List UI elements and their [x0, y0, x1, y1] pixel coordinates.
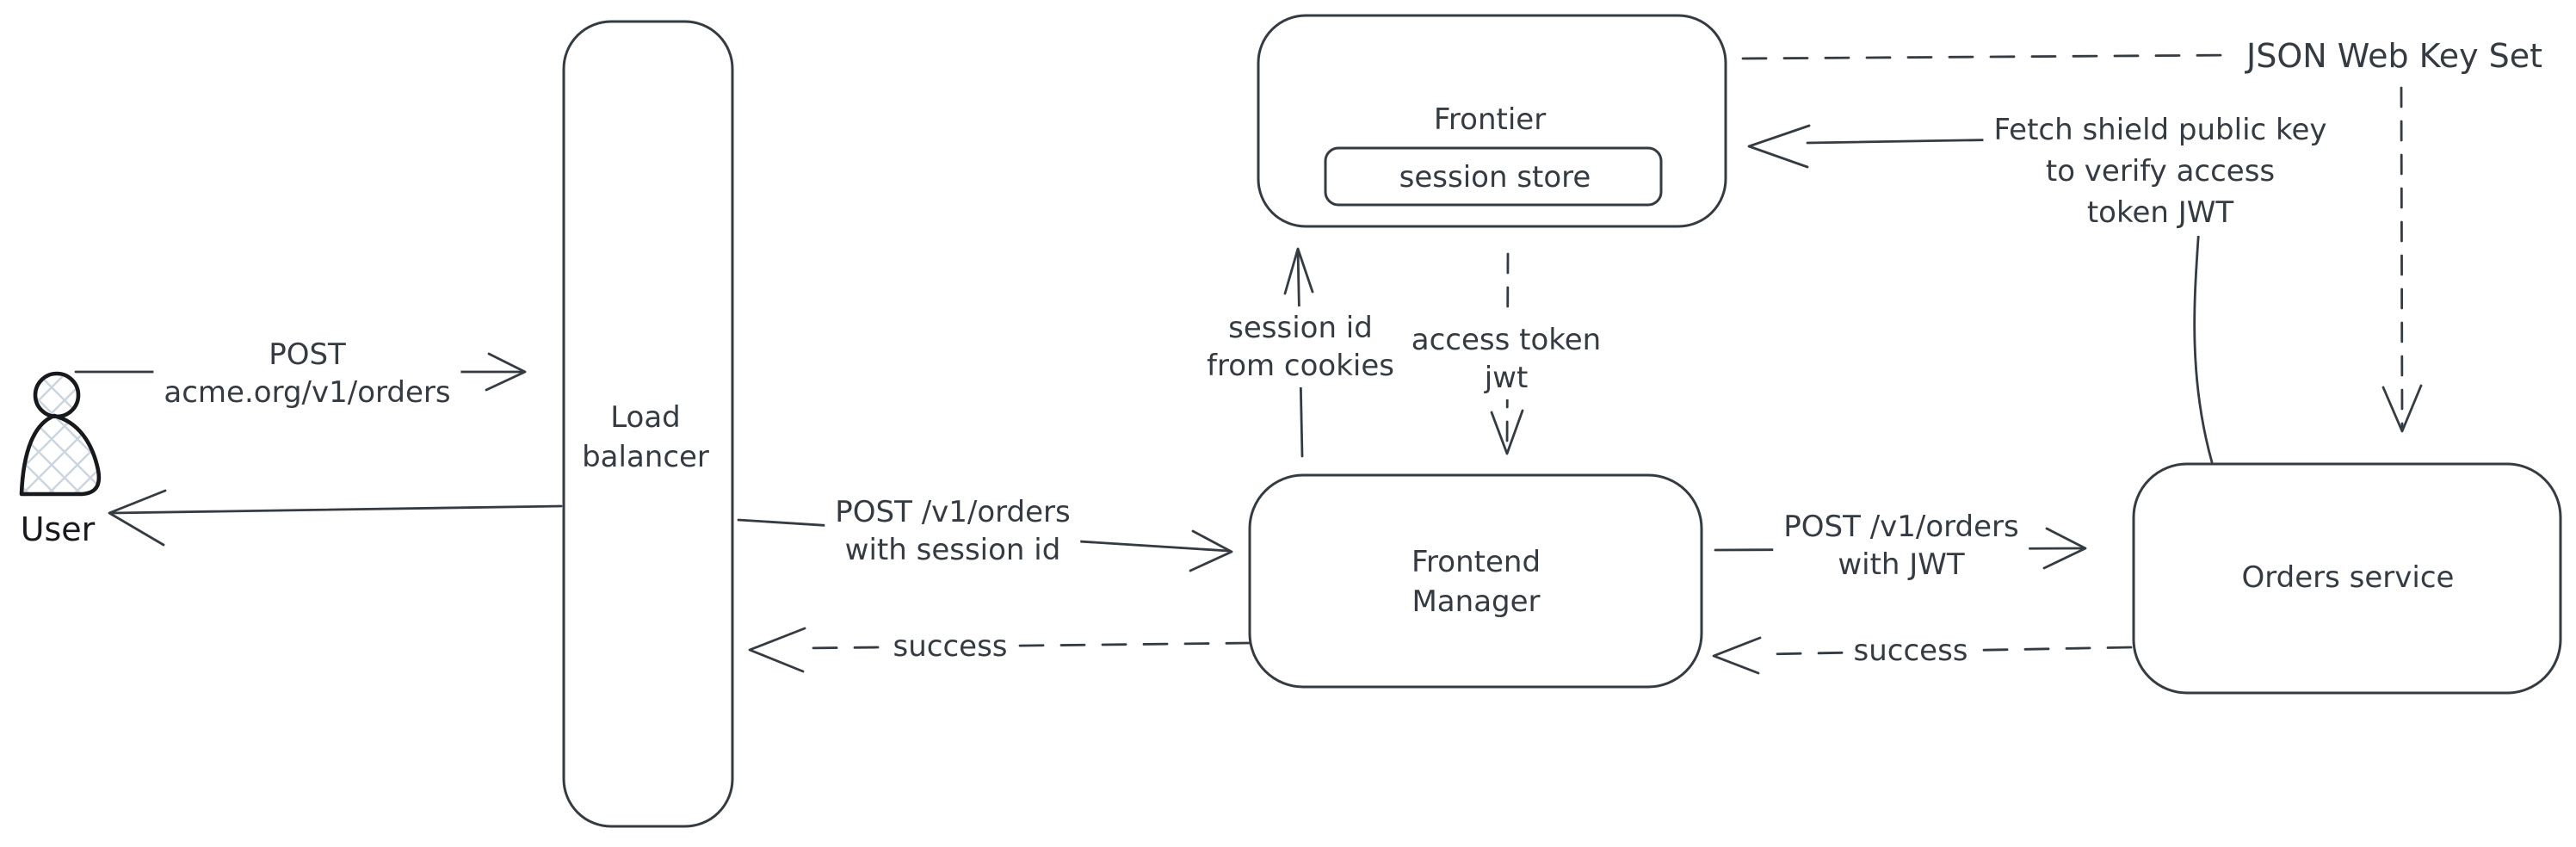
edge-label-post-with-session-id-line2: with session id [844, 533, 1061, 567]
frontend-manager-box [1248, 473, 1703, 689]
load-balancer-label-line1: Load [610, 400, 681, 435]
edge-lb-to-fm-arrowhead [1189, 529, 1233, 572]
edge-label-post-with-jwt-line2: with JWT [1838, 547, 1965, 582]
load-balancer-label-line2: balancer [582, 440, 709, 474]
edge-label-session-id-from-cookies-line1: session id [1228, 311, 1373, 345]
edge-frontier-to-fm-line [1505, 252, 1510, 452]
edge-label-access-token-jwt-line2: jwt [1484, 361, 1529, 395]
edge-label-access-token-jwt-line1: access token [1411, 323, 1602, 357]
edge-label-session-id-from-cookies-line2: from cookies [1207, 349, 1394, 383]
edge-user-to-lb-arrowhead [485, 352, 527, 392]
edge-label-access-token-jwt: access token jwt [1400, 318, 1612, 399]
edge-fm-to-lb-arrowhead [748, 627, 806, 673]
edge-label-fetch-shield-public-key: Fetch shield public key to verify access… [1983, 107, 2338, 236]
edge-jwks-to-orders-line [2400, 86, 2404, 429]
frontend-manager-label: Frontend Manager [1412, 542, 1541, 621]
edge-label-session-id-from-cookies: session id from cookies [1196, 306, 1405, 387]
edge-fm-to-lb-line [803, 641, 1251, 650]
edge-label-post-acme-orders-line2: acme.org/v1/orders [164, 375, 451, 410]
user-body [19, 413, 102, 497]
edge-fm-to-frontier-arrowhead [1283, 247, 1314, 295]
edge-label-success-orders: success [1843, 629, 1979, 672]
edge-label-post-with-session-id-line1: POST /v1/orders [835, 495, 1071, 529]
edge-label-success-lb: success [882, 625, 1018, 668]
edge-label-fetch-shield-public-key-line1: Fetch shield public key [1993, 113, 2327, 147]
edge-orders-to-frontier-arrowhead [1747, 124, 1811, 169]
load-balancer-label: Load balancer [582, 398, 709, 477]
frontier-label: Frontier [1433, 102, 1547, 137]
edge-label-post-acme-orders-line1: POST [269, 337, 346, 372]
user-head [33, 371, 81, 419]
edge-label-fetch-shield-public-key-line3: token JWT [2086, 195, 2234, 230]
load-balancer-box [562, 20, 734, 828]
edge-label-post-with-jwt: POST /v1/orders with JWT [1773, 505, 2029, 586]
edge-label-fetch-shield-public-key-line2: to verify access [2045, 154, 2276, 189]
edge-lb-to-user-arrowhead [108, 489, 167, 547]
orders-service-label: Orders service [2241, 560, 2455, 595]
edge-fm-to-orders-arrowhead [2042, 527, 2087, 570]
session-store-label: session store [1399, 160, 1591, 195]
edge-frontier-to-fm-arrowhead [1490, 409, 1524, 455]
edge-orders-to-fm-arrowhead [1712, 636, 1762, 675]
user-label: User [20, 510, 96, 548]
json-web-key-set-label: JSON Web Key Set [2241, 37, 2548, 75]
edge-lb-to-user-line [110, 504, 563, 515]
edge-frontier-to-jwks-line [1741, 53, 2239, 60]
edge-label-post-with-jwt-line1: POST /v1/orders [1783, 510, 2019, 544]
orders-service-box [2132, 462, 2562, 695]
edge-label-post-with-session-id: POST /v1/orders with session id [825, 491, 1081, 572]
edge-jwks-to-orders-arrowhead [2381, 384, 2423, 433]
frontend-manager-label-line2: Manager [1412, 584, 1541, 619]
session-store-box [1324, 146, 1663, 207]
frontend-manager-label-line1: Frontend [1411, 545, 1541, 579]
edge-label-post-acme-orders: POST acme.org/v1/orders [153, 333, 461, 414]
user-icon [19, 371, 102, 497]
